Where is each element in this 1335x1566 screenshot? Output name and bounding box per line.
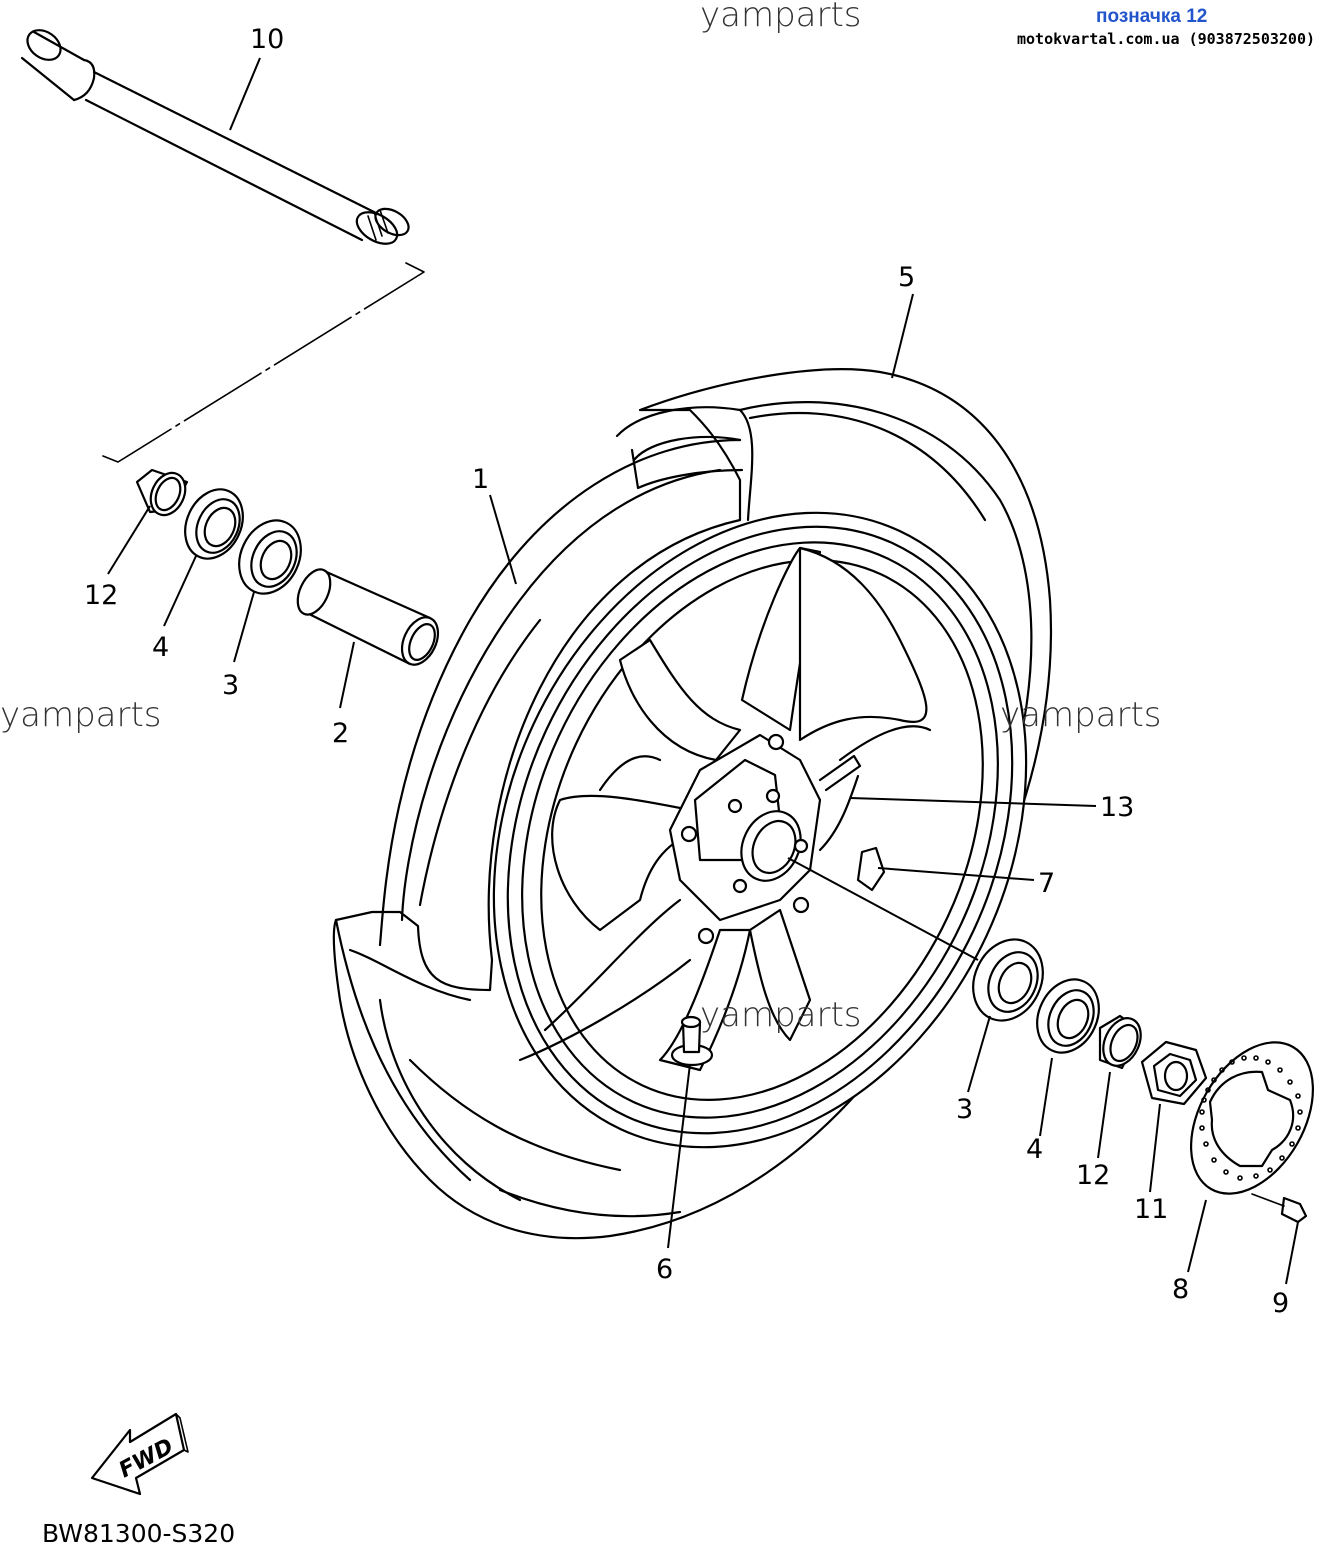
callout-disc-mount: 13 xyxy=(1100,792,1134,823)
callout-axle: 10 xyxy=(250,24,284,55)
watermark-center: yamparts xyxy=(700,995,862,1035)
callout-collar-left: 12 xyxy=(84,580,118,611)
sensor-rotor xyxy=(1189,1041,1315,1195)
screw xyxy=(1251,1193,1308,1224)
hub xyxy=(668,733,862,945)
callout-valve: 6 xyxy=(656,1254,673,1285)
drawing-code: BW81300-S320 xyxy=(42,1519,235,1548)
collar-left xyxy=(135,468,189,517)
spacer xyxy=(296,568,440,666)
bearing-left xyxy=(238,519,302,595)
oil-seal-left xyxy=(184,488,244,560)
axle-leader xyxy=(229,57,261,131)
axle-nut xyxy=(1140,1040,1208,1106)
callout-sensor-rotor: 8 xyxy=(1172,1274,1189,1305)
header-site: motokvartal.com.ua (903872503200) xyxy=(1017,30,1315,48)
watermark-right: yamparts xyxy=(1000,695,1162,735)
callout-tire: 5 xyxy=(898,262,915,293)
callout-oil-seal-left: 4 xyxy=(152,632,169,663)
oil-seal-right xyxy=(1036,978,1100,1054)
callout-collar-right: 12 xyxy=(1076,1160,1110,1191)
axle xyxy=(20,29,410,245)
assembly-line xyxy=(102,262,425,463)
callout-axle-nut: 11 xyxy=(1134,1194,1168,1225)
collar-right xyxy=(1098,1014,1142,1070)
callout-bearing-left: 3 xyxy=(222,670,239,701)
fwd-arrow-icon: FWD xyxy=(90,1412,189,1496)
callout-oil-seal-right: 4 xyxy=(1026,1134,1043,1165)
callout-spacer: 2 xyxy=(332,718,349,749)
callout-balance-weight: 7 xyxy=(1038,868,1055,899)
callout-bearing-right: 3 xyxy=(956,1094,973,1125)
watermark-top: yamparts xyxy=(700,0,862,35)
valve xyxy=(670,1015,714,1067)
balance-weight xyxy=(856,846,886,892)
callout-wheel: 1 xyxy=(472,464,489,495)
callout-screw: 9 xyxy=(1272,1288,1289,1319)
watermark-left: yamparts xyxy=(0,695,162,735)
header-tag: позначка 12 xyxy=(1096,6,1207,27)
